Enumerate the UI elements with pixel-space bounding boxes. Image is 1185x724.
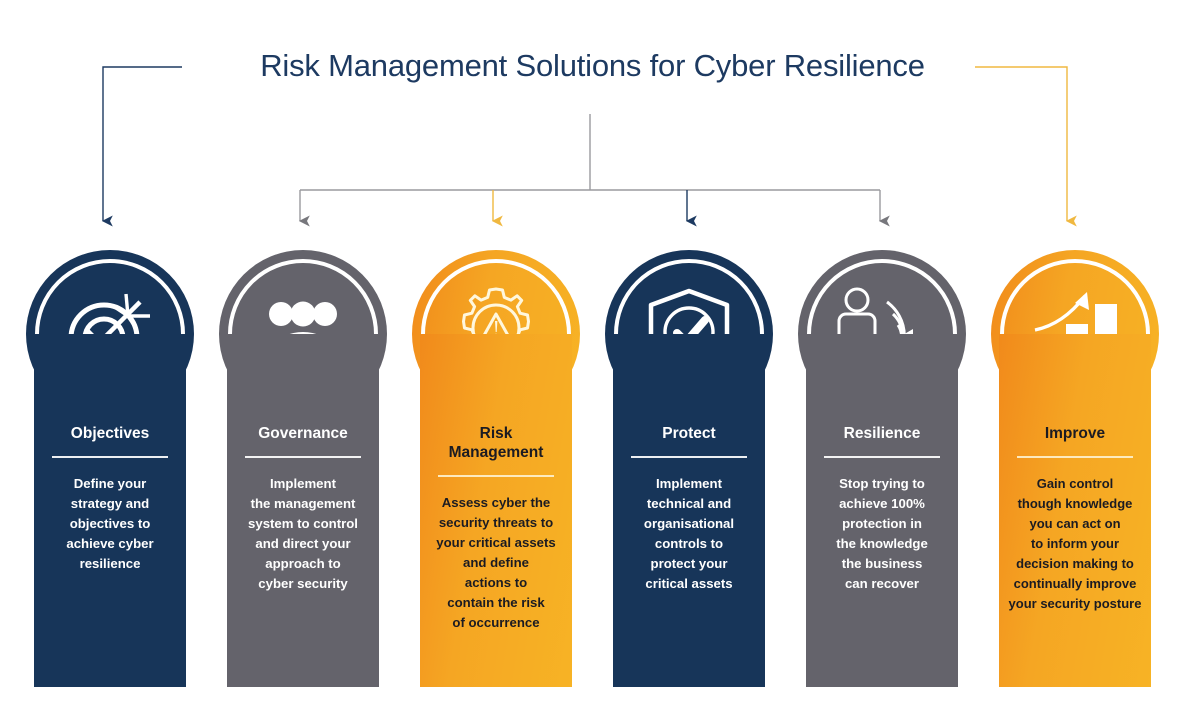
column-body-objectives: Objectives Define your strategy and obje… [34, 334, 186, 687]
column-body-improve: Improve Gain control though knowledge yo… [999, 334, 1151, 687]
column-body-risk-management: Risk Management Assess cyber the securit… [420, 334, 572, 687]
column-risk-management[interactable]: Risk Management Assess cyber the securit… [412, 250, 580, 687]
column-heading: Governance [258, 425, 348, 442]
divider [631, 456, 747, 458]
column-description: Implement the management system to contr… [248, 476, 358, 591]
column-heading: Objectives [70, 425, 150, 442]
column-description: Assess cyber the security threats to you… [436, 495, 556, 630]
divider [245, 456, 361, 458]
connector-lines [101, 66, 1077, 227]
column-improve[interactable]: Improve Gain control though knowledge yo… [991, 250, 1159, 687]
column-resilience[interactable]: Resilience Stop trying to achieve 100% p… [798, 250, 966, 687]
column-description: Implement technical and organisational c… [643, 476, 735, 591]
column-heading: Resilience [843, 425, 921, 442]
column-description: Stop trying to achieve 100% protection i… [836, 476, 928, 591]
column-body-governance: Governance Implement the management syst… [227, 334, 379, 687]
column-heading: Risk Management [448, 425, 544, 461]
page-title: Risk Management Solutions for Cyber Resi… [260, 48, 925, 83]
column-body-protect: Protect Implement technical and organisa… [613, 334, 765, 687]
divider [1017, 456, 1133, 458]
connector-objectives [101, 66, 182, 227]
column-description: Gain control though knowledge you can ac… [1008, 476, 1142, 611]
column-description: Define your strategy and objectives to a… [66, 476, 154, 571]
divider [824, 456, 940, 458]
column-heading: Improve [1044, 425, 1106, 442]
column-objectives[interactable]: Objectives Define your strategy and obje… [26, 250, 194, 687]
connector-improve [975, 66, 1077, 227]
divider [52, 456, 168, 458]
column-protect[interactable]: Protect Implement technical and organisa… [605, 250, 773, 687]
column-body-resilience: Resilience Stop trying to achieve 100% p… [806, 334, 958, 687]
column-heading: Protect [662, 425, 716, 442]
column-governance[interactable]: Governance Implement the management syst… [219, 250, 387, 687]
divider [438, 475, 554, 477]
